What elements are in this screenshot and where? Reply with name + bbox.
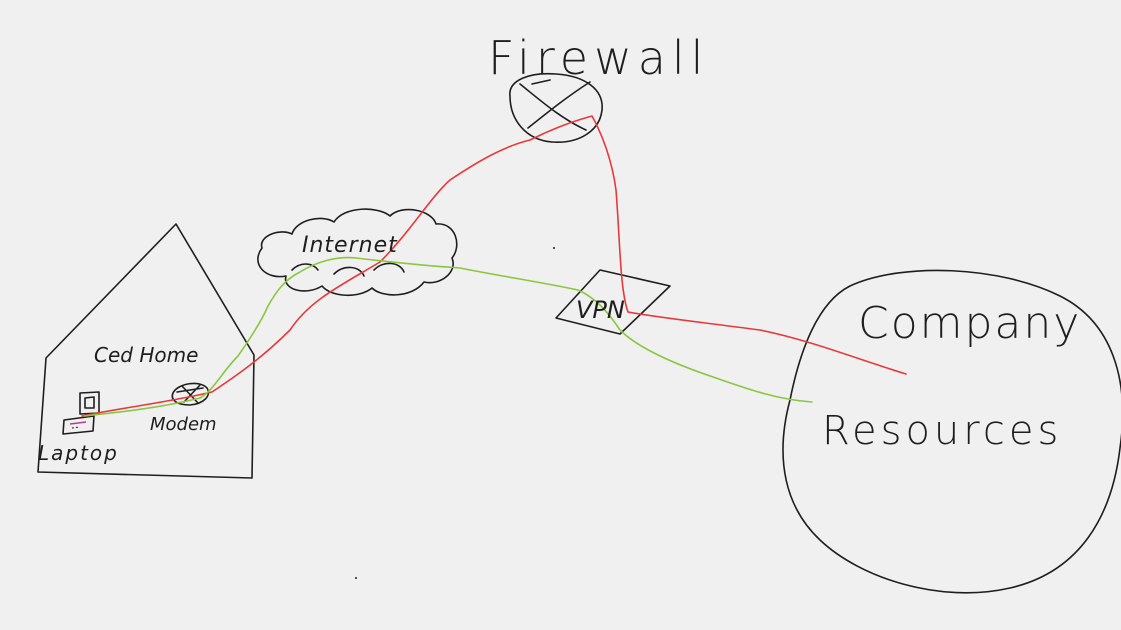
red-connection-path bbox=[81, 115, 907, 417]
vpn-box bbox=[555, 269, 671, 335]
modem-label: Modem bbox=[150, 414, 217, 435]
stray-dot bbox=[553, 247, 555, 249]
home-label: Ced Home bbox=[94, 343, 198, 367]
modem-icon bbox=[171, 382, 210, 406]
house-outline bbox=[37, 223, 255, 479]
green-connection-path bbox=[83, 256, 813, 417]
laptop-icon bbox=[62, 391, 100, 435]
firewall-icon bbox=[509, 72, 603, 143]
stray-dot bbox=[355, 577, 357, 579]
company-resources-circle bbox=[782, 269, 1121, 594]
resources-label: Resources bbox=[822, 408, 1062, 454]
internet-label: Internet bbox=[302, 233, 398, 258]
internet-cloud bbox=[257, 208, 458, 297]
firewall-label: Firewall bbox=[488, 31, 709, 85]
company-label: Company bbox=[858, 298, 1081, 349]
vpn-label: VPN bbox=[576, 296, 625, 324]
laptop-label: Laptop bbox=[38, 441, 119, 465]
